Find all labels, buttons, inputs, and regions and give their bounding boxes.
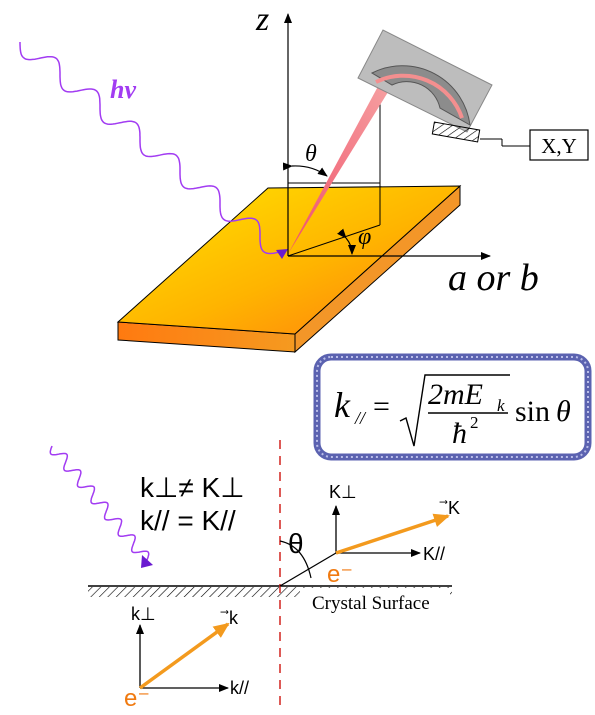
inside-par-label: k//	[230, 678, 249, 698]
formula-lhs: k	[334, 385, 351, 425]
theta-label-top: θ	[305, 141, 317, 167]
photoelectron-beam	[288, 77, 393, 254]
sample-slab	[116, 184, 462, 354]
photon-wave-bottom	[49, 445, 150, 561]
formula-denominator: ħ	[452, 417, 467, 450]
photon-arrowhead	[276, 249, 288, 259]
formula-frame	[313, 353, 592, 461]
relation-par: k// = K//	[140, 505, 236, 536]
outside-vector-tail	[279, 552, 337, 587]
formula-lhs-sub: //	[354, 408, 367, 428]
outside-perp-label: K⊥	[329, 482, 357, 502]
electron-analyzer	[357, 29, 493, 143]
theta-label-bottom: θ	[288, 528, 304, 559]
photon-label: hν	[110, 75, 136, 104]
photon-wave	[19, 42, 281, 255]
formula-trig-arg: θ	[556, 395, 571, 428]
formula-numerator: 2mE	[428, 378, 483, 411]
crystal-surface-hatch	[88, 587, 452, 597]
phi-label: φ	[358, 224, 371, 250]
photon-arrowhead-bottom	[141, 555, 153, 568]
formula-trig: sin	[515, 395, 550, 428]
projection-line	[287, 224, 381, 257]
phi-arc	[337, 228, 356, 255]
theta-arc-bottom	[279, 540, 312, 579]
inside-perp-label: k⊥	[131, 604, 156, 624]
outside-electron-label: e⁻	[327, 561, 353, 588]
inside-momentum-vector	[138, 622, 230, 690]
outside-par-label: K//	[423, 544, 445, 564]
formula-equals: =	[373, 390, 390, 423]
inside-electron-label: e⁻	[124, 685, 150, 710]
xy-output-label: X,Y	[541, 134, 577, 158]
z-axis-label: z	[255, 1, 269, 38]
in-plane-axis-label: a or b	[448, 257, 539, 299]
crystal-surface-label: Crystal Surface	[312, 593, 430, 614]
outside-momentum-vector	[335, 513, 450, 555]
inside-vec-label: ⃗k	[220, 608, 239, 628]
relation-perp: k⊥≠ K⊥	[140, 472, 245, 503]
theta-arc	[282, 162, 328, 177]
xy-output-box	[529, 129, 589, 161]
outside-vec-label: ⃗K	[439, 498, 460, 518]
formula-denominator-sup: 2	[470, 413, 479, 432]
sqrt-sign	[399, 374, 510, 447]
formula-numerator-sub: k	[497, 396, 505, 415]
